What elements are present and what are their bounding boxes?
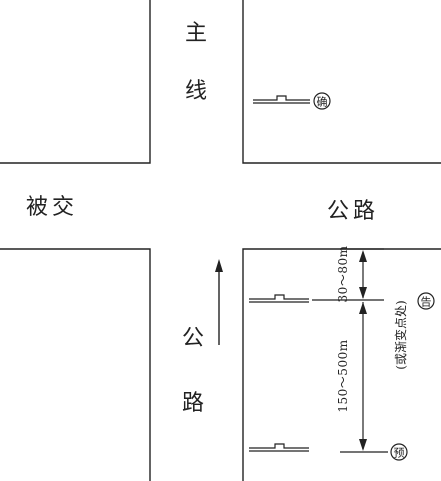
arrow-down-far-icon xyxy=(359,439,367,451)
sign-confirm-marker: 确 xyxy=(313,92,331,110)
sign-advance-symbol-icon xyxy=(249,443,309,452)
arrow-up-near-icon xyxy=(359,250,367,262)
sign-confirm-symbol-icon xyxy=(253,95,310,104)
dimension-arrowheads xyxy=(359,250,367,451)
label-crossed-road-right: 公路 xyxy=(327,199,379,224)
label-main-line-2: 线 xyxy=(185,79,207,104)
dimension-lines xyxy=(312,248,388,453)
arrow-up-far-icon xyxy=(359,302,367,314)
label-road-vertical-1: 公 xyxy=(182,326,204,351)
label-distance-far: 150～500m xyxy=(336,339,350,412)
svg-text:告: 告 xyxy=(421,296,432,309)
label-crossed-road-left: 被交 xyxy=(26,195,78,220)
block-top-right xyxy=(242,0,441,164)
label-road-vertical-2: 路 xyxy=(182,391,204,416)
sign-notice-symbol-icon xyxy=(249,294,309,303)
label-distance-near: 30～80m xyxy=(336,245,350,302)
block-top-left xyxy=(0,0,151,164)
block-bottom-left xyxy=(0,248,151,481)
sign-notice-marker: 告 xyxy=(417,292,435,310)
svg-text:确: 确 xyxy=(317,96,328,109)
arrow-down-near-icon xyxy=(359,287,367,299)
label-gradient-point: (或渐变点处) xyxy=(393,300,408,369)
travel-direction-arrow-icon xyxy=(215,259,223,345)
svg-text:预: 预 xyxy=(394,447,405,460)
label-main-line-1: 主 xyxy=(185,21,207,46)
sign-advance-marker: 预 xyxy=(390,443,408,461)
